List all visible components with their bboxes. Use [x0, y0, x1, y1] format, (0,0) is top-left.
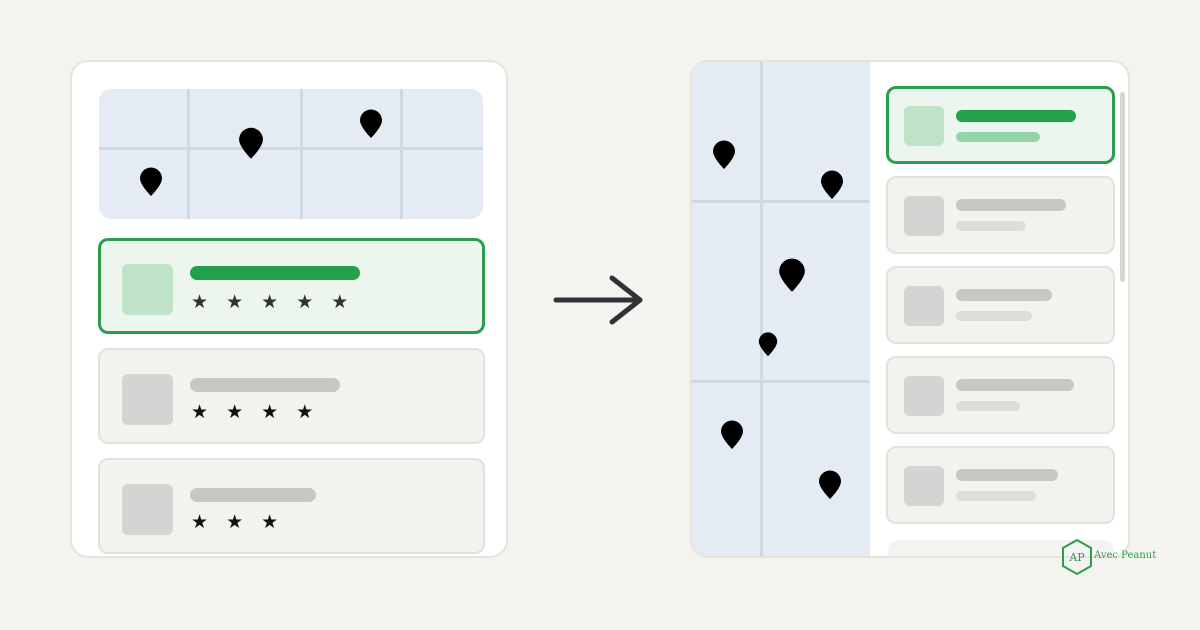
card-subtitle-bar [956, 221, 1026, 231]
map-pin-icon [713, 140, 735, 169]
after-map [692, 62, 870, 556]
map-pin-icon [721, 420, 743, 449]
map-pin-icon [779, 258, 805, 292]
card-title-bar [956, 469, 1058, 481]
after-card [886, 176, 1115, 254]
card-subtitle-bar [956, 401, 1020, 411]
card-title-bar [190, 266, 360, 280]
hexagon-logo-icon: AP [1062, 538, 1092, 576]
arrow-right-icon [553, 275, 643, 325]
after-card-selected [886, 86, 1115, 164]
card-title-bar [956, 199, 1066, 211]
before-card: ★ ★ ★ [98, 458, 485, 554]
map-grid-line [99, 147, 483, 150]
map-grid-line [760, 62, 763, 556]
card-thumbnail [904, 466, 944, 506]
rating-stars: ★ ★ ★ [191, 511, 285, 533]
map-grid-line [187, 89, 190, 219]
map-pin-icon [758, 332, 778, 357]
logo-initials: AP [1068, 551, 1085, 564]
card-thumbnail [904, 376, 944, 416]
card-thumbnail [904, 196, 944, 236]
list-scrollbar [1120, 92, 1125, 282]
card-subtitle-bar [956, 132, 1040, 142]
after-card [886, 266, 1115, 344]
map-grid-line [300, 89, 303, 219]
card-thumbnail [904, 106, 944, 146]
before-card: ★ ★ ★ ★ [98, 348, 485, 444]
card-thumbnail [122, 484, 173, 535]
card-thumbnail [904, 286, 944, 326]
after-card [886, 446, 1115, 524]
map-pin-icon [239, 127, 263, 159]
map-pin-icon [360, 109, 382, 138]
card-title-bar [190, 378, 340, 392]
before-card-selected: ★ ★ ★ ★ ★ [98, 238, 485, 334]
map-grid-line [692, 380, 870, 383]
card-title-bar [956, 110, 1076, 122]
card-subtitle-bar [956, 311, 1032, 321]
after-card [886, 356, 1115, 434]
card-subtitle-bar [956, 491, 1036, 501]
map-grid-line [692, 200, 870, 203]
rating-stars: ★ ★ ★ ★ ★ [191, 291, 355, 313]
map-pin-icon [140, 167, 162, 196]
card-title-bar [956, 379, 1074, 391]
map-grid-line [400, 89, 403, 219]
after-layout-panel [690, 60, 1130, 558]
before-layout-panel: ★ ★ ★ ★ ★ ★ ★ ★ ★ ★ ★ ★ [70, 60, 508, 558]
map-pin-icon [821, 170, 843, 199]
logo-wordmark: Avec Peanut [1094, 550, 1157, 561]
brand-logo: AP Avec Peanut [1060, 538, 1160, 576]
rating-stars: ★ ★ ★ ★ [191, 401, 320, 423]
card-title-bar [956, 289, 1052, 301]
card-thumbnail [122, 264, 173, 315]
card-thumbnail [122, 374, 173, 425]
before-map [99, 89, 483, 219]
card-title-bar [190, 488, 316, 502]
after-card-partial [888, 540, 1114, 556]
map-pin-icon [819, 470, 841, 499]
